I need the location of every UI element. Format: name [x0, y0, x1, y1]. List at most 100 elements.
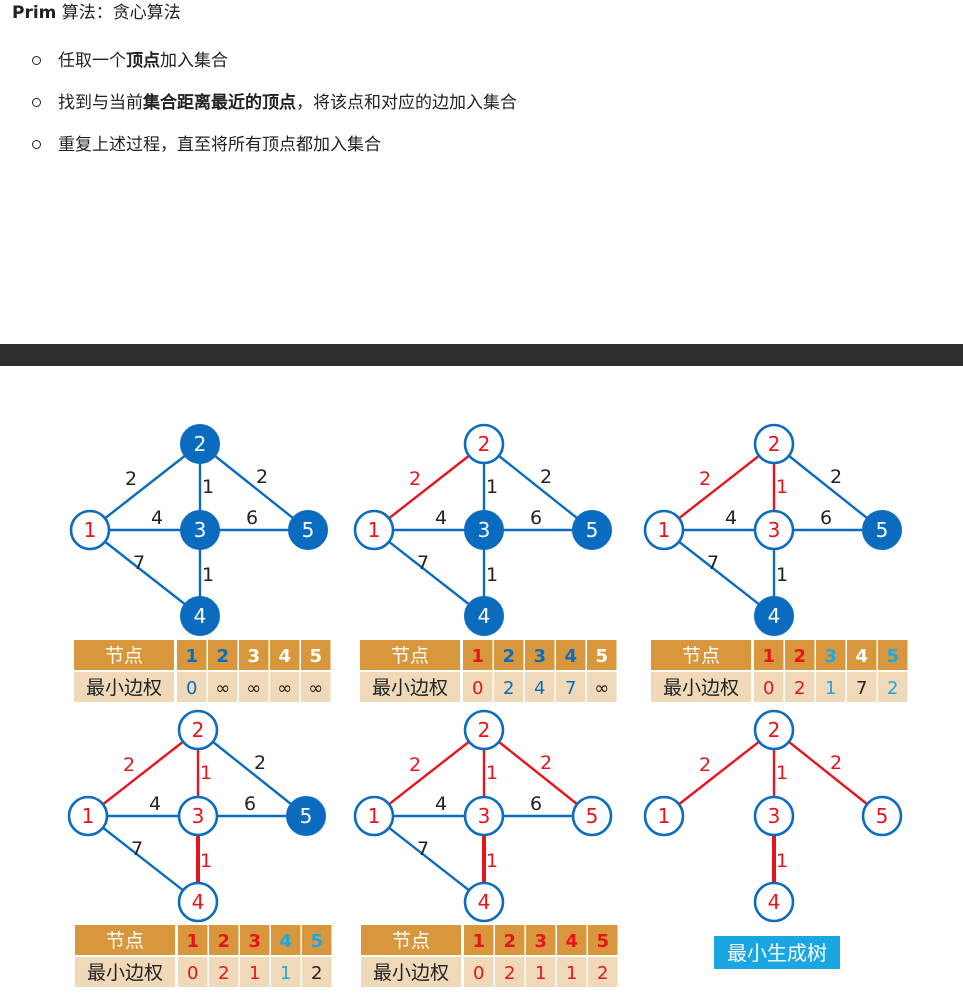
vertex-node — [67, 795, 109, 837]
table-value-cell — [525, 672, 555, 702]
vertex-node — [464, 596, 504, 636]
edge-weight-label: 2 — [699, 468, 711, 490]
edge-weight-label: 2 — [830, 466, 842, 488]
vertex-label: 2 — [768, 718, 781, 742]
table-min-weight-value: 2 — [504, 963, 515, 984]
table-value-cell — [847, 672, 877, 702]
vertex-label: 4 — [478, 604, 491, 628]
table-vertex-number: 1 — [185, 646, 198, 667]
table-vertex-number: 1 — [472, 931, 485, 952]
vertex-node — [69, 509, 111, 551]
table-body-label-cell — [75, 957, 175, 987]
edge-weight-label: 2 — [699, 754, 711, 776]
vertex-label: 2 — [192, 718, 205, 742]
vertex-node — [180, 596, 220, 636]
vertex-node — [353, 795, 395, 837]
table-min-weight-value: ∞ — [594, 678, 609, 699]
edge-weight-label: 2 — [830, 752, 842, 774]
table-body-label-cell — [361, 957, 461, 987]
vertex-label: 5 — [302, 518, 315, 542]
table-vertex-number: 4 — [278, 646, 291, 667]
edge-2-5 — [773, 443, 883, 531]
vertex-label: 3 — [192, 804, 205, 828]
bullet-circle-icon — [32, 56, 41, 65]
vertex-label: 1 — [84, 518, 97, 542]
table-value-cell — [464, 957, 494, 987]
table-min-weight-value: ∞ — [246, 678, 261, 699]
vertex-node — [464, 510, 504, 550]
table-min-weight-value: 2 — [794, 678, 805, 699]
table-header-cell — [525, 640, 555, 670]
edge-1-4 — [89, 529, 201, 617]
edge-1-4 — [663, 529, 775, 617]
vertex-node — [571, 795, 613, 837]
table-node-heading: 节点 — [391, 645, 429, 667]
vertex-node — [753, 795, 795, 837]
edge-weight-label: 2 — [409, 754, 421, 776]
table-header-cell — [178, 925, 208, 955]
table-vertex-number: 5 — [886, 646, 899, 667]
bullet-item: 任取一个顶点加入集合 — [32, 40, 952, 82]
table-min-weight-value: 2 — [503, 678, 514, 699]
vertex-node — [753, 709, 795, 751]
table-value-cell — [785, 672, 815, 702]
table-header-cell — [526, 925, 556, 955]
table-value-cell — [556, 672, 586, 702]
vertex-label: 3 — [478, 804, 491, 828]
table-vertex-number: 2 — [217, 931, 230, 952]
edge-weight-label: 7 — [417, 552, 429, 574]
table-min-weight-heading: 最小边权 — [373, 962, 449, 984]
table-value-cell — [239, 672, 269, 702]
bullet-list: 任取一个顶点加入集合找到与当前集合距离最近的顶点，将该点和对应的边加入集合重复上… — [12, 40, 952, 166]
edge-weight-label: 2 — [540, 752, 552, 774]
edge-weight-label: 1 — [202, 476, 214, 498]
table-min-weight-value: 7 — [565, 678, 576, 699]
table-min-weight-heading: 最小边权 — [86, 677, 162, 699]
table-min-weight-value: 2 — [597, 963, 608, 984]
vertex-node — [463, 795, 505, 837]
table-vertex-number: 4 — [564, 646, 577, 667]
edge-weight-label: 1 — [776, 762, 788, 784]
table-vertex-number: 4 — [565, 931, 578, 952]
edge-weight-label: 4 — [149, 793, 161, 815]
table-header-cell — [239, 640, 269, 670]
table-header-cell — [557, 925, 587, 955]
table-header-cell — [588, 925, 618, 955]
table-header-cell — [464, 925, 494, 955]
vertex-node — [753, 423, 795, 465]
edge-1-2 — [87, 729, 199, 817]
table-header-cell — [495, 925, 525, 955]
edge-weight-label: 6 — [820, 507, 832, 529]
edge-2-5 — [483, 443, 593, 531]
table-value-cell — [878, 672, 908, 702]
table-value-cell — [270, 672, 300, 702]
edge-1-2 — [89, 443, 201, 531]
intro-section: Prim 算法：贪心算法 任取一个顶点加入集合找到与当前集合距离最近的顶点，将该… — [12, 0, 952, 166]
vertex-label: 3 — [478, 518, 491, 542]
edge-weight-label: 7 — [707, 552, 719, 574]
table-min-weight-value: ∞ — [215, 678, 230, 699]
edge-weight-label: 1 — [776, 850, 788, 872]
table-value-cell — [271, 957, 301, 987]
table-header-cell — [556, 640, 586, 670]
bullet-item: 重复上述过程，直至将所有顶点都加入集合 — [32, 124, 952, 166]
table-header-cell — [301, 640, 331, 670]
table-header-cell — [209, 925, 239, 955]
table-header-label-cell — [75, 925, 175, 955]
table-vertex-number: 1 — [186, 931, 199, 952]
table-vertex-number: 2 — [216, 646, 229, 667]
table-header-cell — [847, 640, 877, 670]
edge-2-5 — [483, 729, 593, 817]
bullet-text: 重复上述过程，直至将所有顶点都加入集合 — [58, 135, 381, 155]
table-vertex-number: 5 — [595, 646, 608, 667]
edge-1-2 — [373, 443, 485, 531]
table-min-weight-value: 0 — [473, 963, 484, 984]
vertex-label: 4 — [194, 604, 207, 628]
table-vertex-number: 2 — [503, 931, 516, 952]
table-vertex-number: 5 — [596, 931, 609, 952]
table-node-heading: 节点 — [392, 930, 430, 952]
